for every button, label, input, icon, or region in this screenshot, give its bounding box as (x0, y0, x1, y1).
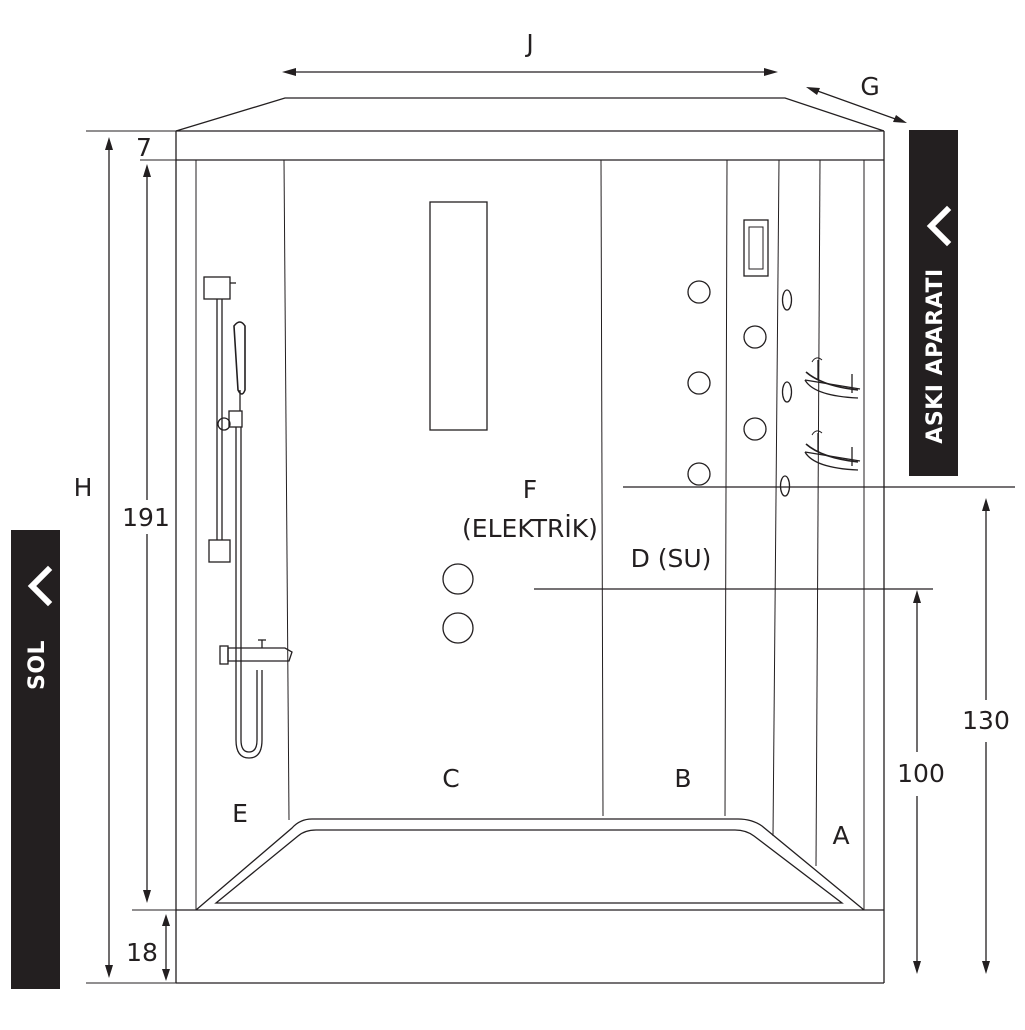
dim-j-arrow-right (764, 68, 778, 76)
hand-shower-head (233, 321, 246, 395)
label-h: H (74, 473, 93, 502)
dim-g-arrow-bottom (893, 115, 907, 123)
mixer-handle (219, 645, 229, 665)
body-jets (687, 280, 793, 497)
panel-line-2 (600, 159, 604, 817)
control-knob-bottom (442, 612, 474, 644)
panel-line-3 (724, 159, 728, 817)
label-b: B (674, 764, 691, 793)
dimension-lines (86, 68, 1015, 984)
labels: J G 7 H 191 18 F (ELEKTRİK) D (SU) 130 1… (74, 29, 1010, 967)
shelf-top-hook (811, 357, 823, 363)
side-tab-left-bg (11, 530, 60, 989)
jet-1 (687, 280, 711, 304)
shelf-bottom-tray (804, 451, 859, 471)
label-c: C (442, 764, 459, 793)
shower-holder-knob (217, 417, 231, 431)
chevron-left-icon (926, 205, 952, 247)
tray-outer-rim (195, 818, 865, 911)
shelf-bottom (804, 430, 861, 471)
shower-hose-outer (235, 427, 263, 759)
dim-h-arrow-bottom (105, 965, 113, 978)
label-g: G (860, 72, 879, 101)
shelf-top-tray (804, 379, 859, 399)
dim-191-arrow-top (143, 164, 151, 177)
jet-2 (687, 371, 711, 395)
dim-100-arrow-bottom (913, 961, 921, 974)
label-elektrik: (ELEKTRİK) (462, 514, 598, 543)
dim-100-arrow-top (913, 590, 921, 603)
label-100: 100 (897, 759, 945, 788)
side-tab-left-label: SOL (25, 640, 50, 690)
shower-holder (228, 410, 243, 428)
label-18: 18 (126, 938, 158, 967)
jet-3 (687, 462, 711, 486)
label-e: E (232, 799, 248, 828)
side-tab-right-label: ASKI APARATI (923, 268, 948, 443)
side-tab-right-bg (909, 130, 958, 476)
dim-191-arrow-bottom (143, 890, 151, 903)
side-tab-left: SOL (11, 530, 60, 989)
control-knob-top (442, 563, 474, 595)
label-j: J (524, 29, 533, 58)
rail-top-bracket (203, 276, 231, 300)
chevron-left-icon (27, 565, 53, 607)
label-191: 191 (122, 503, 170, 532)
panel-line-4 (772, 159, 780, 837)
panel-line-5 (815, 159, 821, 867)
panel-line-1 (283, 159, 290, 821)
shelf-bottom-edge (804, 451, 861, 462)
shower-set (203, 276, 293, 759)
dim-h-arrow-top (105, 137, 113, 150)
mixer-body (227, 647, 293, 662)
label-f: F (523, 475, 537, 504)
shower-hose-inner (240, 427, 258, 753)
tray-inner-rim (214, 829, 844, 904)
roof-outline (175, 97, 885, 132)
cabin-frame (175, 97, 885, 984)
label-191-bg (120, 500, 172, 534)
shelf-bottom-hook (811, 430, 823, 436)
shelf-top-edge (804, 379, 861, 390)
dim-g-arrow-top (806, 87, 820, 95)
dim-j-arrow-left (282, 68, 296, 76)
control-display (743, 219, 769, 277)
label-d-su: D (SU) (631, 544, 712, 573)
shower-tray (195, 818, 865, 911)
jet-4 (743, 325, 767, 349)
jet-8 (779, 475, 791, 497)
label-130: 130 (962, 706, 1010, 735)
dim-g-line (811, 88, 902, 122)
jet-7 (781, 381, 793, 403)
display-frame (743, 219, 769, 277)
dim-18-arrow-top (162, 914, 170, 926)
shelf-top (804, 357, 861, 399)
dim-130-arrow-bottom (982, 961, 990, 974)
wall-panels (283, 159, 821, 867)
dim-130-arrow-top (982, 498, 990, 511)
jet-5 (743, 417, 767, 441)
dim-18-arrow-bottom (162, 969, 170, 981)
label-a: A (832, 821, 849, 850)
side-tab-right: ASKI APARATI (909, 130, 958, 476)
display-screen (748, 226, 764, 270)
rail-bottom-bracket (208, 539, 231, 563)
label-7: 7 (136, 133, 152, 162)
glass-window (429, 201, 488, 431)
jet-6 (781, 289, 793, 311)
